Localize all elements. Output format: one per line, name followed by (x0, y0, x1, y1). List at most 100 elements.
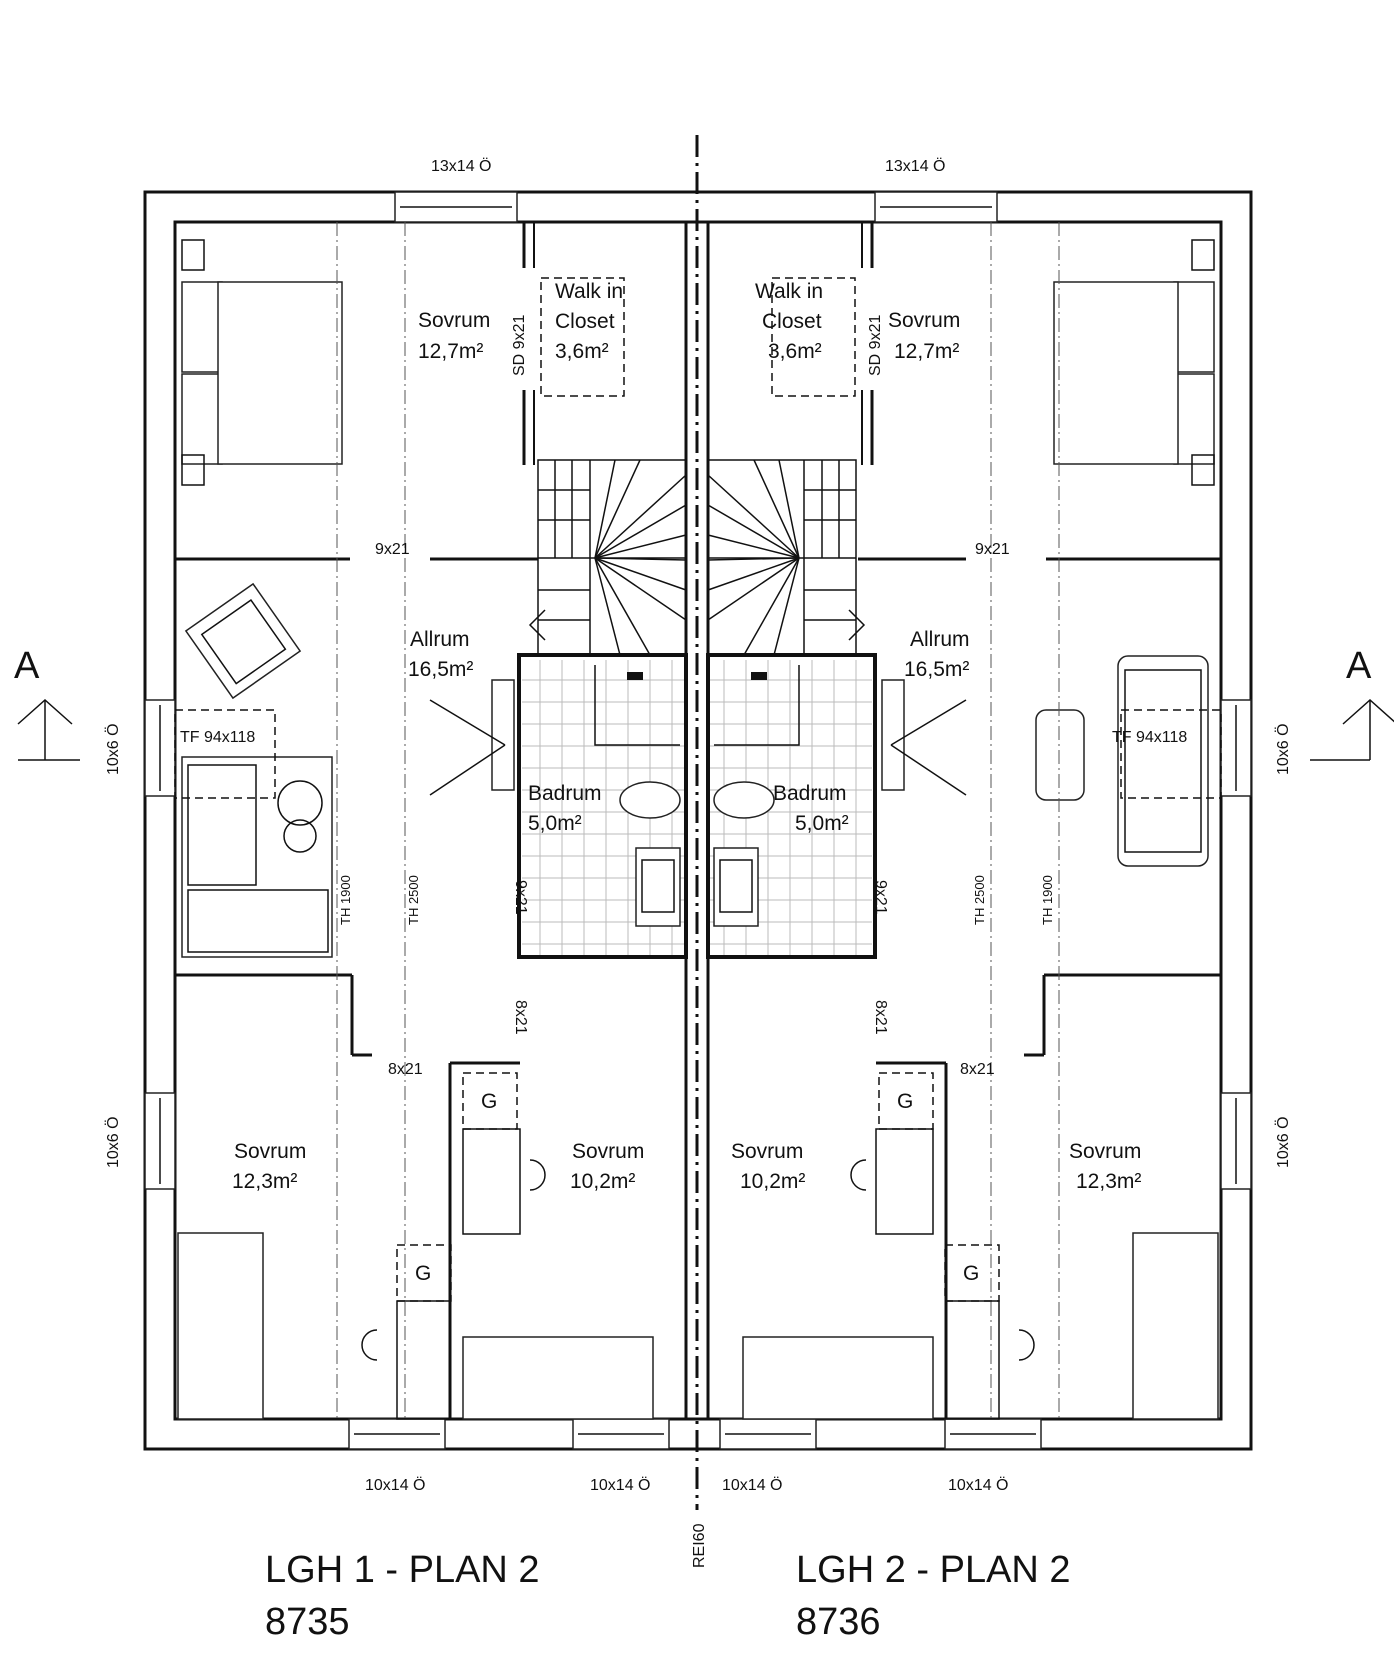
shower-area (594, 665, 680, 746)
armchair-icon (184, 582, 302, 700)
door-label: 8x21 (512, 1000, 529, 1035)
room-name: Badrum (528, 782, 602, 805)
nightstand (1191, 454, 1215, 486)
room-area: 3,6m² (555, 340, 609, 363)
apartment-lgh1 (144, 191, 688, 1450)
door-label: 9x21 (512, 880, 529, 915)
room-name: Sovrum (888, 309, 960, 332)
th-label: TH 1900 (338, 875, 353, 925)
labels-lgh1: 13x14 Ö 10x6 Ö 10x6 Ö 10x14 Ö 10x14 Ö So… (104, 157, 650, 1643)
room-area: 3,6m² (768, 340, 822, 363)
room-area: 12,3m² (232, 1170, 297, 1193)
section-marker-right: A (1310, 645, 1394, 761)
window-bottom-outer-label: 10x14 Ö (948, 1476, 1008, 1494)
plan-title: LGH 1 - PLAN 2 (265, 1549, 540, 1591)
shower-icon (627, 672, 643, 680)
nightstand (181, 454, 205, 486)
room-name: Allrum (910, 628, 970, 651)
room-name: Closet (762, 310, 822, 333)
party-wall-label: REI60 (691, 1523, 708, 1568)
room-name: Sovrum (731, 1140, 803, 1163)
wardrobe-label: G (481, 1090, 497, 1113)
room-area: 5,0m² (795, 812, 849, 835)
tf-opening (1120, 709, 1222, 799)
room-area: 12,7m² (418, 340, 483, 363)
room-name: Sovrum (234, 1140, 306, 1163)
window-side-lower-label: 10x6 Ö (1274, 1116, 1292, 1168)
radiator (491, 679, 515, 791)
table-icon (277, 780, 323, 826)
apartment-lgh2 (706, 191, 1252, 1450)
room-name: Sovrum (1069, 1140, 1141, 1163)
sofa-icon (181, 756, 333, 958)
door-label: 9x21 (872, 880, 889, 915)
room-area: 12,7m² (894, 340, 959, 363)
wardrobe-label: G (897, 1090, 913, 1113)
double-bed (1053, 281, 1179, 465)
th-label: TH 2500 (972, 875, 987, 925)
nightstand (181, 239, 205, 271)
nightstand (1191, 239, 1215, 271)
window-side-lower-label: 10x6 Ö (104, 1116, 122, 1168)
single-bed (1132, 1232, 1219, 1420)
double-bed (217, 281, 343, 465)
room-name: Sovrum (572, 1140, 644, 1163)
room-name: Walk in (555, 280, 623, 303)
window-side-upper-label: 10x6 Ö (104, 723, 122, 775)
wardrobe-label: G (415, 1262, 431, 1285)
section-marker-letter: A (1346, 645, 1372, 687)
chair-icon (529, 1159, 546, 1191)
chair-icon (1018, 1329, 1035, 1361)
table-icon (1035, 709, 1085, 801)
door-label: 8x21 (872, 1000, 889, 1035)
door-label: 8x21 (388, 1061, 423, 1078)
door-label: SD 9x21 (511, 315, 528, 376)
desk (462, 1128, 521, 1235)
tf-label: TF 94x118 (180, 729, 255, 746)
walkin-closet-outline (771, 277, 856, 397)
stair-treads (538, 459, 687, 656)
section-marker-left: A (14, 645, 80, 761)
window-side-upper-label: 10x6 Ö (1274, 723, 1292, 775)
room-area: 5,0m² (528, 812, 582, 835)
door-label: SD 9x21 (867, 315, 884, 376)
room-area: 12,3m² (1076, 1170, 1141, 1193)
room-area: 10,2m² (740, 1170, 805, 1193)
room-name: Badrum (773, 782, 847, 805)
sink-icon (635, 847, 681, 927)
desk (945, 1300, 1000, 1420)
window-bottom-inner-label: 10x14 Ö (590, 1476, 650, 1494)
room-name: Closet (555, 310, 615, 333)
stair-direction-icon (848, 609, 866, 641)
plan-number: 8736 (796, 1601, 881, 1643)
room-area: 16,5m² (904, 658, 969, 681)
stair-direction-icon (528, 609, 546, 641)
plan-title: LGH 2 - PLAN 2 (796, 1549, 1071, 1591)
chair-icon (361, 1329, 378, 1361)
th-label: TH 2500 (406, 875, 421, 925)
single-bed (742, 1336, 934, 1420)
room-area: 16,5m² (408, 658, 473, 681)
walkin-closet-outline (540, 277, 625, 397)
single-bed (177, 1232, 264, 1420)
section-marker-letter: A (14, 645, 40, 687)
sink-icon (713, 847, 759, 927)
th-label: TH 1900 (1040, 875, 1055, 925)
door-label: 8x21 (960, 1061, 995, 1078)
sofa-icon (1117, 655, 1209, 867)
toilet-icon (619, 781, 681, 819)
shower-icon (751, 672, 767, 680)
shower-area (714, 665, 800, 746)
pillow-icon (1173, 373, 1215, 465)
toilet-icon (713, 781, 775, 819)
radiator (881, 679, 905, 791)
wardrobe-label: G (963, 1262, 979, 1285)
room-area: 10,2m² (570, 1170, 635, 1193)
tf-label: TF 94x118 (1112, 729, 1187, 746)
pillow-icon (181, 281, 223, 373)
desk (396, 1300, 451, 1420)
room-name: Allrum (410, 628, 470, 651)
plan-number: 8735 (265, 1601, 350, 1643)
single-bed (462, 1336, 654, 1420)
